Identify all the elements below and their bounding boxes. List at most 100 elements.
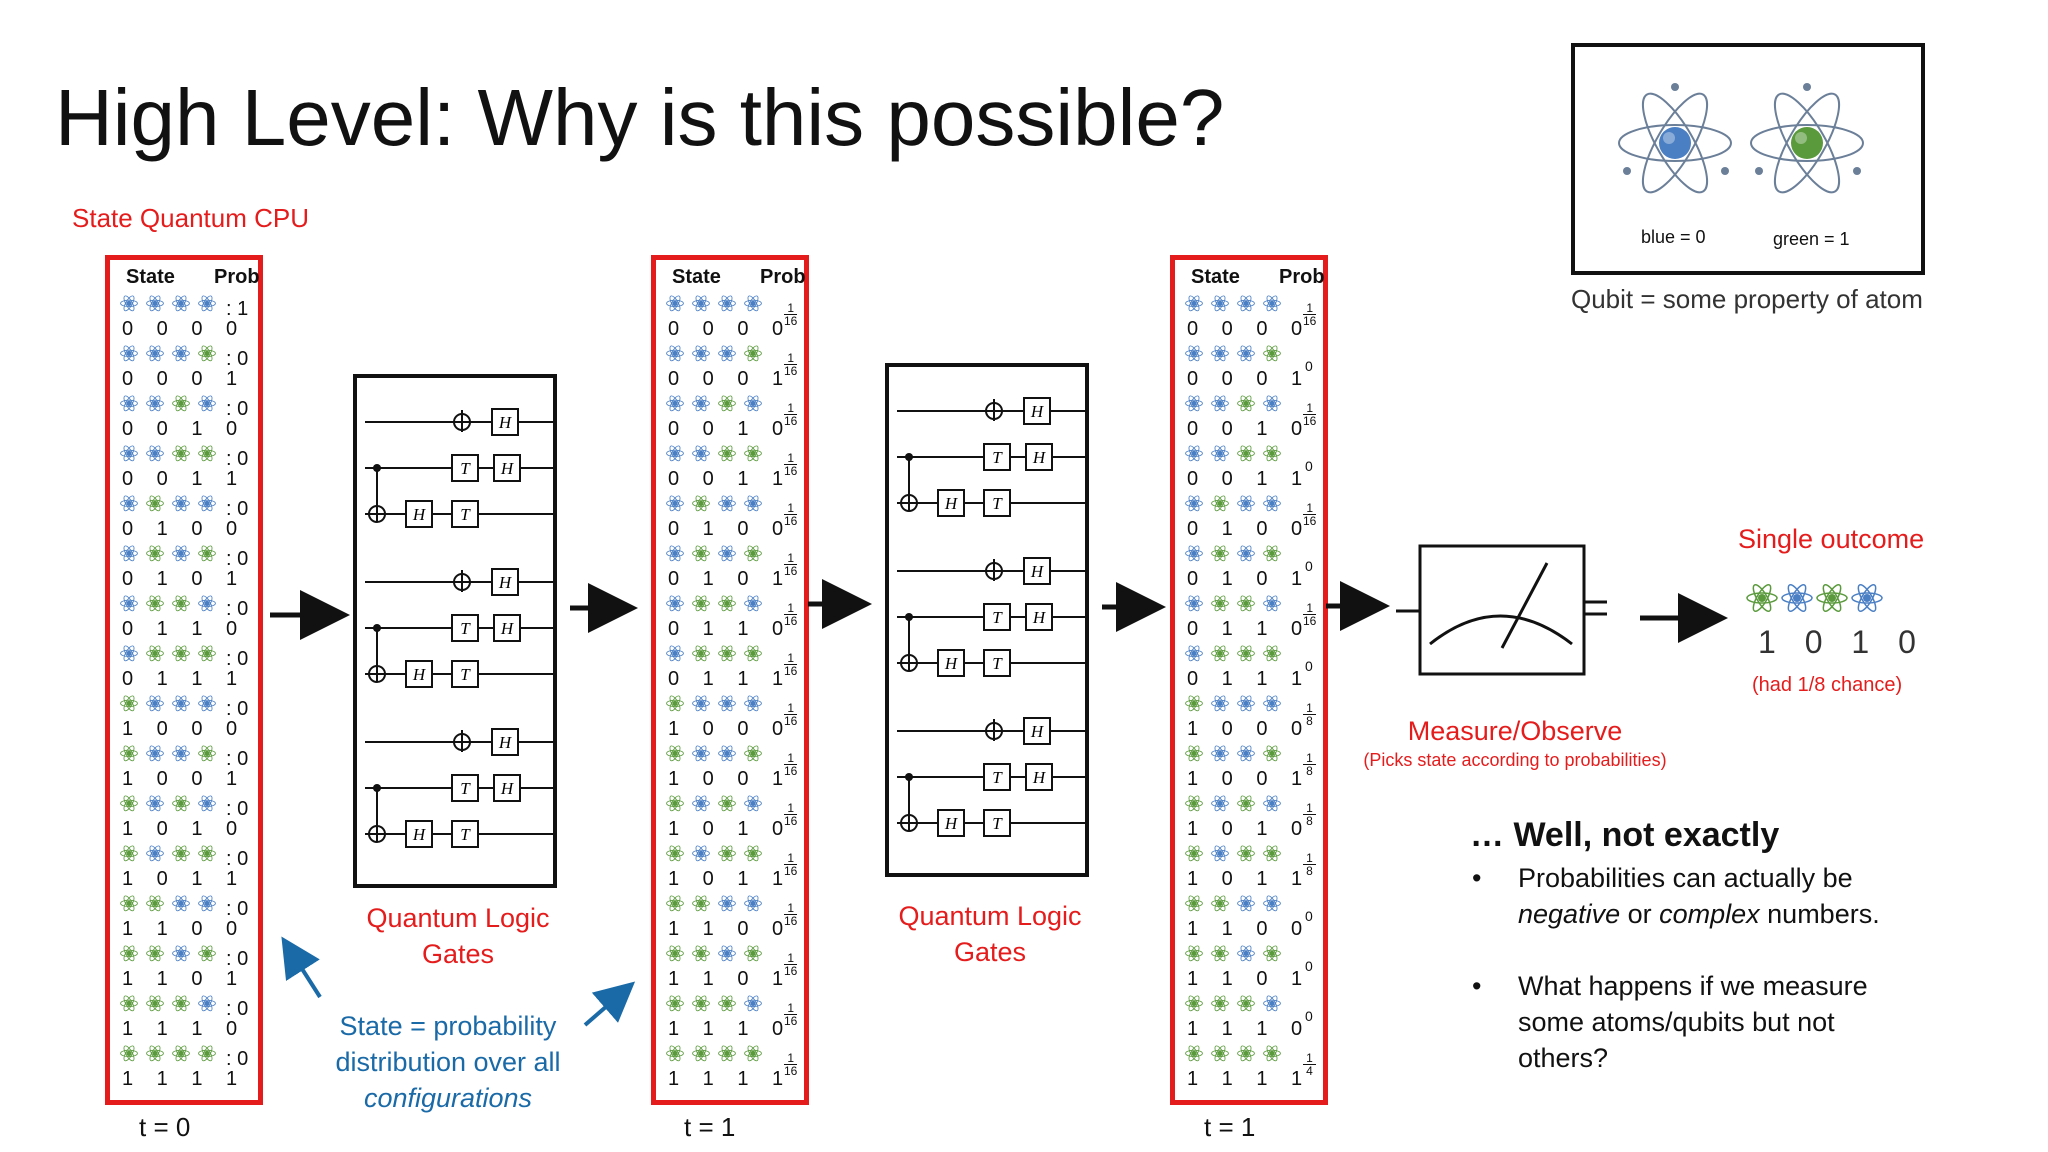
bullet-1-line-2: negative or complex numbers. — [1518, 896, 1918, 932]
blue-atom-icon — [1261, 794, 1285, 814]
green-atom-icon — [1261, 444, 1285, 464]
state-row: 0 1 0 0: 0 — [118, 494, 258, 544]
blue-atom-icon — [144, 394, 168, 414]
state-bits: 1 1 0 1 — [122, 968, 247, 990]
state-probability: : 0 — [226, 848, 249, 870]
blue-arrow-right — [583, 981, 636, 1027]
state-bits: 0 1 1 0 — [668, 618, 793, 640]
state-probability: 0 — [1305, 1008, 1313, 1024]
blue-atom-icon — [664, 594, 688, 614]
green-atom-icon — [690, 594, 714, 614]
green-atom-icon — [1183, 694, 1207, 714]
blue-atom-icon — [742, 694, 766, 714]
blue-atom-icon — [690, 794, 714, 814]
state-bits: 1 1 1 1 — [1187, 1068, 1312, 1090]
state-note-line-3: configurations — [363, 1083, 533, 1113]
state-atoms — [664, 794, 766, 814]
state-atoms — [118, 694, 220, 714]
svg-text:T: T — [460, 665, 471, 684]
state-probability: 0 — [1305, 558, 1313, 574]
state-row: 1 1 1 1: 0 — [118, 1044, 258, 1094]
svg-text:T: T — [460, 779, 471, 798]
svg-text:T: T — [992, 654, 1003, 673]
state-bits: 1 1 0 0 — [122, 918, 247, 940]
state-atoms — [118, 1044, 220, 1064]
bullet-1-or: or — [1620, 899, 1660, 929]
state-bits: 0 1 1 1 — [1187, 668, 1312, 690]
green-atom-icon — [1261, 944, 1285, 964]
state-bits: 1 0 0 1 — [668, 768, 793, 790]
blue-atom-icon — [144, 294, 168, 314]
time-label-t1-a: t = 1 — [684, 1112, 736, 1142]
green-atom-icon — [118, 994, 142, 1014]
state-bits: 1 1 1 1 — [668, 1068, 793, 1090]
blue-atom-icon — [144, 844, 168, 864]
green-atom-icon — [196, 744, 220, 764]
state-bits: 1 0 1 0 — [122, 818, 247, 840]
blue-atom-icon — [1209, 794, 1233, 814]
green-atom-icon — [716, 994, 740, 1014]
state-bits: 1 0 0 0 — [668, 718, 793, 740]
state-cpu-label: State Quantum CPU — [72, 203, 309, 233]
blue-atom-icon — [690, 694, 714, 714]
state-row: 0 1 1 0: 0 — [118, 594, 258, 644]
state-probability: : 0 — [226, 948, 249, 970]
state-note-line-1: State = probability — [339, 1011, 557, 1041]
state-atoms — [118, 794, 220, 814]
blue-atom-icon — [196, 994, 220, 1014]
svg-text:T: T — [992, 448, 1003, 467]
svg-text:H: H — [944, 654, 959, 673]
green-atom-icon — [144, 944, 168, 964]
green-atom-icon — [1183, 894, 1207, 914]
green-atom-icon — [1235, 444, 1259, 464]
state-probability: 0 — [1305, 358, 1313, 374]
blue-atom-icon — [742, 394, 766, 414]
green-atom-icon — [690, 994, 714, 1014]
green-atom-icon — [690, 894, 714, 914]
svg-text:T: T — [460, 459, 471, 478]
blue-atom-icon — [144, 744, 168, 764]
green-atom-icon — [690, 494, 714, 514]
state-atoms — [118, 494, 220, 514]
state-probability: : 0 — [226, 498, 249, 520]
svg-text:H: H — [500, 459, 515, 478]
blue-atom-icon — [1209, 344, 1233, 364]
green-atom-icon — [196, 1044, 220, 1064]
blue-arrow-left — [281, 936, 322, 999]
outcome-chance: (had 1/8 chance) — [1752, 674, 1903, 696]
state-bits: 1 0 0 0 — [1187, 718, 1312, 740]
blue-atom-icon — [1183, 644, 1207, 664]
state-atoms — [664, 694, 766, 714]
state-bits: 0 1 0 1 — [122, 568, 247, 590]
blue-atom-icon — [690, 844, 714, 864]
svg-text:H: H — [944, 814, 959, 833]
svg-text:T: T — [992, 768, 1003, 787]
blue-atom-icon — [1261, 294, 1285, 314]
blue-atom-icon — [1183, 494, 1207, 514]
green-atom-icon — [144, 644, 168, 664]
state-atoms — [1183, 844, 1285, 864]
state-bits: 1 1 1 0 — [122, 1018, 247, 1040]
bullet-2-line-1: What happens if we measure — [1518, 971, 1868, 1001]
state-note-line-2: distribution over all — [335, 1047, 561, 1077]
state-bits: 1 1 1 0 — [1187, 1018, 1312, 1040]
prob-column-header: Prob — [760, 266, 806, 288]
blue-atom-icon — [690, 294, 714, 314]
state-column-header: State — [1191, 266, 1240, 288]
bullet-2: What happens if we measure some atoms/qu… — [1518, 968, 1918, 1076]
state-row: 1 1 0 1: 0 — [118, 944, 258, 994]
bullet-1: Probabilities can actually be negative o… — [1518, 860, 1918, 932]
